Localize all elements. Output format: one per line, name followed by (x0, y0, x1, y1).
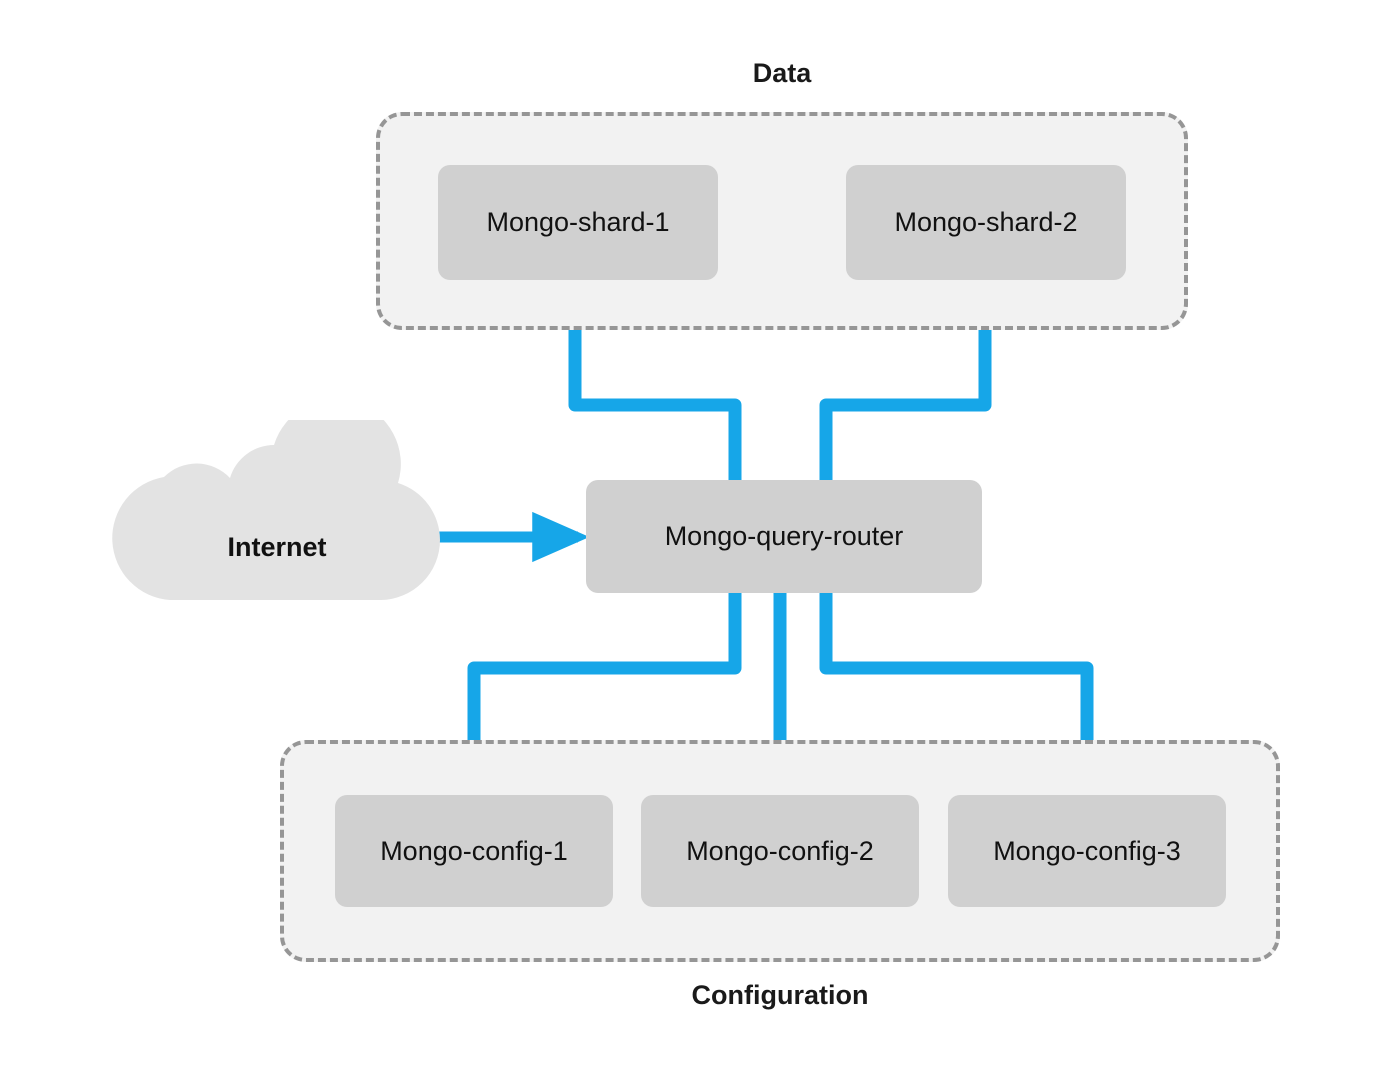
node-mongo-config-2[interactable]: Mongo-config-2 (641, 795, 919, 907)
node-mongo-shard-1[interactable]: Mongo-shard-1 (438, 165, 718, 280)
cloud-shape (112, 420, 440, 600)
group-caption-data: Data (752, 58, 812, 88)
group-caption-configuration: Configuration (691, 980, 869, 1010)
node-mongo-config-3[interactable]: Mongo-config-3 (948, 795, 1226, 907)
node-mongo-query-router[interactable]: Mongo-query-router (586, 480, 982, 593)
node-mongo-config-1[interactable]: Mongo-config-1 (335, 795, 613, 907)
node-mongo-shard-2[interactable]: Mongo-shard-2 (846, 165, 1126, 280)
cloud-icon[interactable] (112, 420, 452, 632)
cloud-label-internet: Internet (227, 532, 327, 562)
